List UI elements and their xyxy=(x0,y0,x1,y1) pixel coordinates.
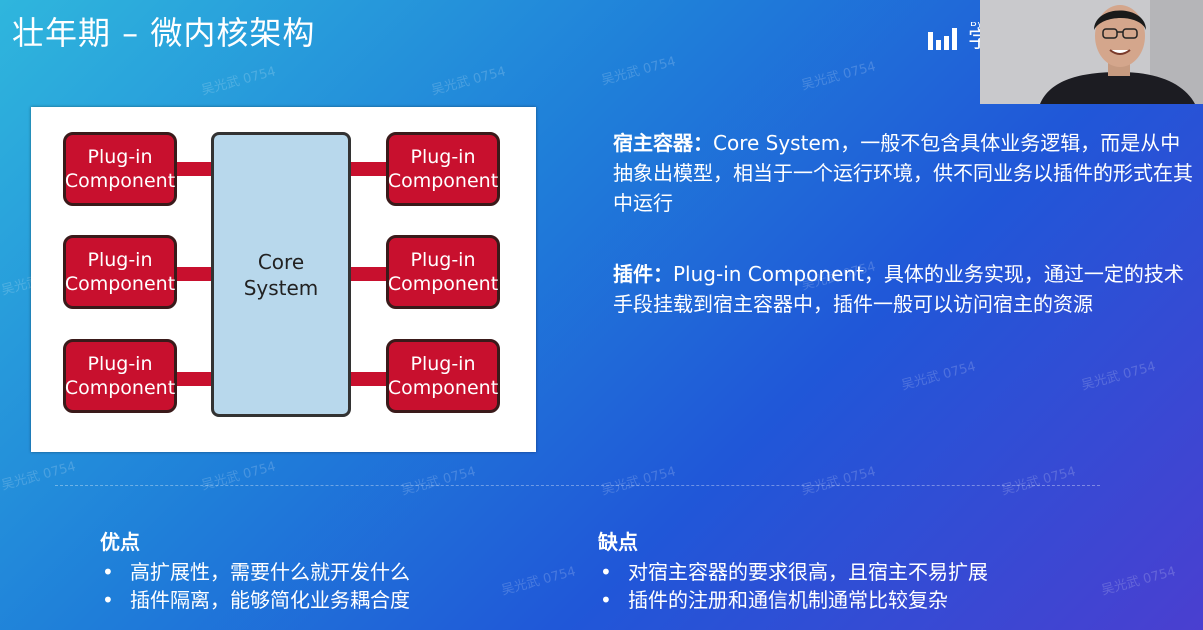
cons-list: 对宿主容器的要求很高，且宿主不易扩展 插件的注册和通信机制通常比较复杂 xyxy=(598,558,988,614)
plugin-label: 插件： xyxy=(613,262,673,286)
slide-title: 壮年期 – 微内核架构 xyxy=(12,14,316,52)
watermark: 吴光武 0754 xyxy=(0,459,78,494)
watermark: 吴光武 0754 xyxy=(599,54,678,89)
plugin-label-line2: Component xyxy=(64,170,176,192)
host-text: Core System，一般不包含具体业务逻辑，而是从中抽象出模型，相当于一个运… xyxy=(613,131,1193,215)
plugin-label-line1: Plug-in xyxy=(87,353,153,375)
cons-heading: 缺点 xyxy=(598,530,638,554)
plugin-label-line1: Plug-in xyxy=(410,146,476,168)
connector xyxy=(176,162,216,176)
plugin-box: Plug-in Component xyxy=(386,339,500,413)
watermark: 吴光武 0754 xyxy=(399,464,478,499)
microkernel-diagram: Core System Plug-in Component Plug-in Co… xyxy=(31,107,536,452)
plugin-label-line2: Component xyxy=(64,377,176,399)
plugin-label-line1: Plug-in xyxy=(87,146,153,168)
cons-section: 缺点 对宿主容器的要求很高，且宿主不易扩展 插件的注册和通信机制通常比较复杂 xyxy=(598,528,988,614)
presenter-silhouette xyxy=(980,0,1203,104)
core-label-line2: System xyxy=(243,275,319,300)
connector xyxy=(346,267,391,281)
host-container-description: 宿主容器：Core System，一般不包含具体业务逻辑，而是从中抽象出模型，相… xyxy=(613,128,1193,218)
watermark: 吴光武 0754 xyxy=(599,464,678,499)
plugin-label-line1: Plug-in xyxy=(87,249,153,271)
webcam-video xyxy=(980,0,1203,104)
plugin-label-line2: Component xyxy=(387,170,499,192)
watermark: 吴光武 0754 xyxy=(1099,564,1178,599)
connector xyxy=(346,162,391,176)
brand-logo: By 字 xyxy=(928,22,988,52)
watermark: 吴光武 0754 xyxy=(199,459,278,494)
plugin-box: Plug-in Component xyxy=(63,339,177,413)
pros-item: 插件隔离，能够简化业务耦合度 xyxy=(100,586,410,614)
plugin-box: Plug-in Component xyxy=(386,132,500,206)
cons-item: 插件的注册和通信机制通常比较复杂 xyxy=(598,586,988,614)
logo-bars-icon xyxy=(928,28,957,50)
plugin-text: Plug-in Component，具体的业务实现，通过一定的技术手段挂载到宿主… xyxy=(613,262,1184,316)
host-label: 宿主容器： xyxy=(613,131,713,155)
pros-section: 优点 高扩展性，需要什么就开发什么 插件隔离，能够简化业务耦合度 xyxy=(100,528,410,614)
watermark: 吴光武 0754 xyxy=(999,464,1078,499)
plugin-label-line2: Component xyxy=(387,377,499,399)
plugin-label-line1: Plug-in xyxy=(410,249,476,271)
plugin-box: Plug-in Component xyxy=(386,235,500,309)
watermark: 吴光武 0754 xyxy=(1079,359,1158,394)
watermark: 吴光武 0754 xyxy=(429,64,508,99)
core-label-line1: Core xyxy=(257,249,305,274)
connector xyxy=(176,372,216,386)
watermark: 吴光武 0754 xyxy=(899,359,978,394)
watermark: 吴光武 0754 xyxy=(499,564,578,599)
pros-item: 高扩展性，需要什么就开发什么 xyxy=(100,558,410,586)
watermark: 吴光武 0754 xyxy=(199,64,278,99)
plugin-label-line2: Component xyxy=(387,273,499,295)
pros-list: 高扩展性，需要什么就开发什么 插件隔离，能够简化业务耦合度 xyxy=(100,558,410,614)
logo-small-text: By xyxy=(970,22,983,29)
connector xyxy=(346,372,391,386)
plugin-box: Plug-in Component xyxy=(63,235,177,309)
divider xyxy=(55,485,1100,486)
pros-heading: 优点 xyxy=(100,530,140,554)
plugin-label-line1: Plug-in xyxy=(410,353,476,375)
plugin-description: 插件：Plug-in Component，具体的业务实现，通过一定的技术手段挂载… xyxy=(613,259,1193,319)
watermark: 吴光武 0754 xyxy=(799,464,878,499)
cons-item: 对宿主容器的要求很高，且宿主不易扩展 xyxy=(598,558,988,586)
plugin-box: Plug-in Component xyxy=(63,132,177,206)
connector xyxy=(176,267,216,281)
watermark: 吴光武 0754 xyxy=(799,59,878,94)
core-system-box: Core System xyxy=(211,132,351,417)
plugin-label-line2: Component xyxy=(64,273,176,295)
